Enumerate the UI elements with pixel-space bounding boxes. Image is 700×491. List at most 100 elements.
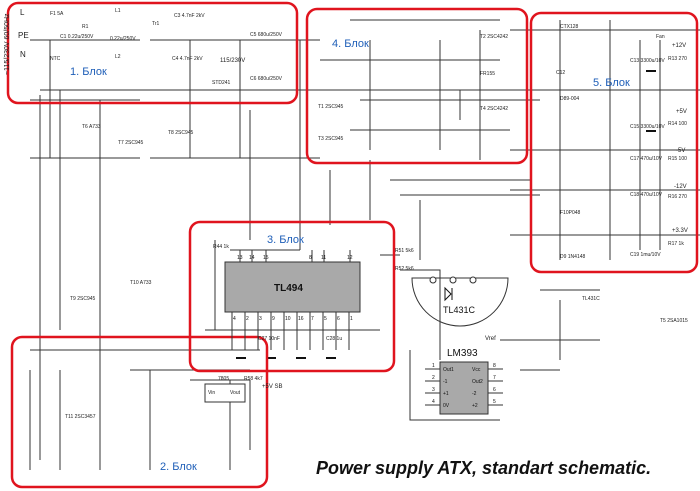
tl431-pin-1: [429, 276, 437, 284]
tl431-zener-icon: [444, 286, 453, 302]
lm393-pin-label: +2: [472, 403, 478, 409]
part-f10p048: F10P048: [560, 210, 581, 216]
tl494-pin: 10: [285, 316, 291, 322]
part-c17: C17 470u/10V: [630, 156, 663, 162]
block-4-label: 4. Блок: [332, 38, 369, 50]
output-vref: Vref: [485, 336, 496, 342]
input-L: L: [20, 8, 25, 17]
lm393-pin-number: 8: [493, 363, 496, 369]
schematic-title: Power supply ATX, standart schematic.: [316, 458, 652, 478]
regulator-vout: Vout: [230, 390, 241, 396]
block-5-frame: [529, 11, 699, 274]
output-p12: +12V: [672, 43, 686, 49]
part-c18: C18 470u/10V: [630, 192, 663, 198]
tl494-pin: 15: [263, 255, 269, 261]
tl494-pin: 16: [298, 316, 304, 322]
tl494-pin: 14: [249, 255, 255, 261]
tl431-pin-2: [449, 276, 457, 284]
regulator-7805: [204, 383, 246, 403]
tl431-pin-3: [469, 276, 477, 284]
wires: [29, 19, 700, 470]
part-tr1: Tr1: [152, 21, 160, 27]
block-1-frame: [6, 1, 299, 105]
part-l2: L2: [115, 54, 121, 60]
part-r51: R51 5k6: [395, 248, 414, 254]
block-2-frame: [10, 335, 269, 489]
part-c2: 0.22u/250V: [110, 36, 136, 42]
part-t4: T4 2SC4242: [480, 106, 508, 112]
tl494-chip: [224, 261, 361, 313]
block-5-label: 5. Блок: [593, 77, 630, 89]
part-d9: D9 1N4148: [560, 254, 586, 260]
part-r16: R16 270: [668, 194, 687, 200]
output-m12: -12V: [674, 184, 687, 190]
part-fan: Fan: [656, 34, 665, 40]
part-f1: F1 5A: [50, 11, 64, 17]
part-c4: C4 4.7nF 2kV: [172, 56, 203, 62]
tl494-pin: 3: [259, 316, 262, 322]
output-p5: +5V: [676, 109, 687, 115]
part-c19: C19 1mu/10V: [630, 252, 661, 258]
part-r44: R44 1k: [213, 244, 229, 250]
lm393-pin-label: -1: [443, 379, 448, 385]
output-p5sb: +5V SB: [262, 384, 283, 390]
tl494-pin: 5: [324, 316, 327, 322]
input-voltage-label: ~115/230V 60/50Hz: [4, 13, 11, 75]
lm393-chip: [439, 361, 489, 415]
part-t2: T2 2SC4242: [480, 34, 508, 40]
lm393-pin-label: +1: [443, 391, 449, 397]
part-c3: C3 4.7nF 2kV: [174, 13, 205, 19]
part-r17: R17 1k: [668, 241, 684, 247]
part-labels: F1 5A C1 0.22u/250V R1 NTC L1 L2 0.22u/2…: [50, 8, 688, 420]
part-c1: C1 0.22u/250V: [60, 34, 94, 40]
lm393-pin-label: 0V: [443, 403, 450, 409]
part-tl431-feedback: TL431C: [582, 296, 600, 302]
tl494-pin: 4: [233, 316, 236, 322]
lm393-pin-number: 5: [493, 399, 496, 405]
block-1-label: 1. Блок: [70, 66, 107, 78]
lm393-pin-number: 2: [432, 375, 435, 381]
regulator-vin: Vin: [208, 390, 215, 396]
part-c5: C5 680u/250V: [250, 32, 283, 38]
tl494-pin: 2: [246, 316, 249, 322]
regulator-name: 7805: [218, 376, 229, 382]
lm393-pin-number: 6: [493, 387, 496, 393]
part-t8: T8 2SC945: [168, 130, 194, 136]
output-p33: +3.3V: [672, 228, 688, 234]
input-N: N: [20, 50, 26, 59]
tl494-pin: 12: [347, 255, 353, 261]
part-r58: R58 4k7: [244, 376, 263, 382]
part-c15: C15 3300u/10V: [630, 124, 665, 130]
part-r1: R1: [82, 24, 89, 30]
lm393-pin-number: 4: [432, 399, 435, 405]
lm393-pin-number: 3: [432, 387, 435, 393]
part-c27: C27 10nF: [258, 336, 280, 342]
part-r14: R14 100: [668, 121, 687, 127]
part-c12: C12: [556, 70, 565, 76]
part-l1: L1: [115, 8, 121, 14]
part-t11: T11 2SC3457: [65, 414, 96, 420]
part-c13: C13 3300u/10V: [630, 58, 665, 64]
part-r15: R15 100: [668, 156, 687, 162]
part-t5: T5 2SA1015: [660, 318, 688, 324]
part-t7: T7 2SC945: [118, 140, 144, 146]
part-r13: R13 270: [668, 56, 687, 62]
tl494-name: TL494: [274, 283, 303, 294]
tl431-package-outline: [411, 277, 509, 327]
lm393-pin-number: 1: [432, 363, 435, 369]
tl494-pin: 6: [337, 316, 340, 322]
tl431-name: TL431C: [443, 305, 476, 315]
part-t6: T6 A733: [82, 124, 101, 130]
lm393-name: LM393: [447, 348, 478, 359]
block-3-label: 3. Блок: [267, 234, 304, 246]
part-t10: T10 A733: [130, 280, 152, 286]
part-fr155: FR155: [480, 71, 495, 77]
part-c6: C6 680u/250V: [250, 76, 283, 82]
switch-label: 115/230V: [220, 58, 245, 64]
ground-symbols: [236, 70, 656, 359]
lm393-pin-label: Out1: [443, 367, 454, 373]
